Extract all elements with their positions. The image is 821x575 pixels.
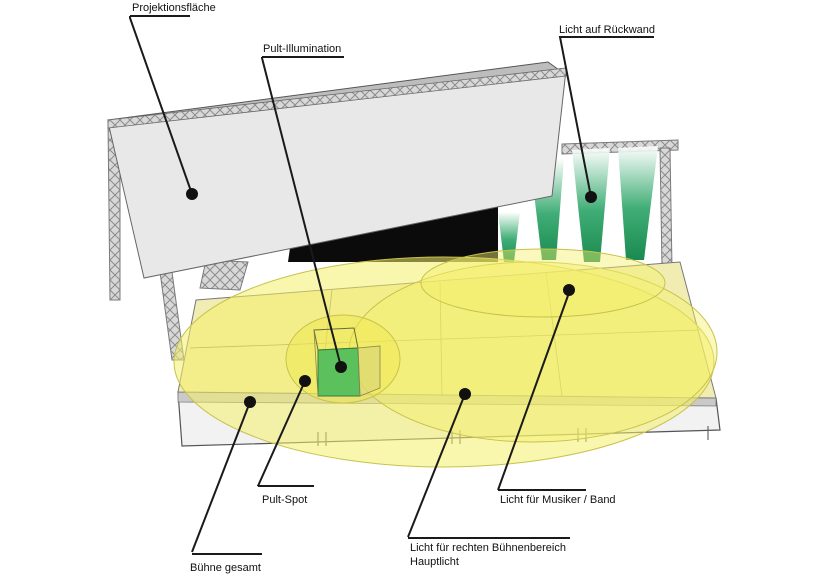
dot-projection — [186, 188, 198, 200]
label-dots — [186, 188, 597, 408]
labels: Projektionsfläche Pult-Illumination Lich… — [132, 2, 655, 574]
label-right-area: Licht für rechten Bühnenbereich — [410, 542, 566, 554]
projection-screen — [107, 61, 568, 279]
label-desk-spot: Pult-Spot — [262, 494, 307, 506]
label-desk-illumination: Pult-Illumination — [263, 43, 341, 55]
label-projection: Projektionsfläche — [132, 2, 216, 14]
dot-right-area — [459, 388, 471, 400]
stage-total-light — [173, 256, 715, 468]
label-stage-total: Bühne gesamt — [190, 562, 261, 574]
dot-desk-illumination — [335, 361, 347, 373]
dot-musicians — [563, 284, 575, 296]
left-truss — [107, 119, 249, 361]
musicians-light — [420, 248, 666, 318]
dot-desk-spot — [299, 375, 311, 387]
leader-stage-total — [191, 401, 251, 553]
leader-right-area — [407, 393, 466, 538]
leader-lines — [129, 15, 654, 555]
dot-stage-total — [244, 396, 256, 408]
leader-musicians — [497, 289, 571, 491]
label-musicians-light: Licht für Musiker / Band — [500, 494, 616, 506]
backdrop-shadow — [288, 206, 498, 262]
light-cones — [173, 248, 718, 468]
dj-desk — [313, 327, 381, 397]
leader-back-wall — [558, 36, 654, 198]
dot-back-wall — [585, 191, 597, 203]
label-back-wall-light: Licht auf Rückwand — [559, 24, 655, 36]
label-main-light: Hauptlicht — [410, 556, 459, 568]
